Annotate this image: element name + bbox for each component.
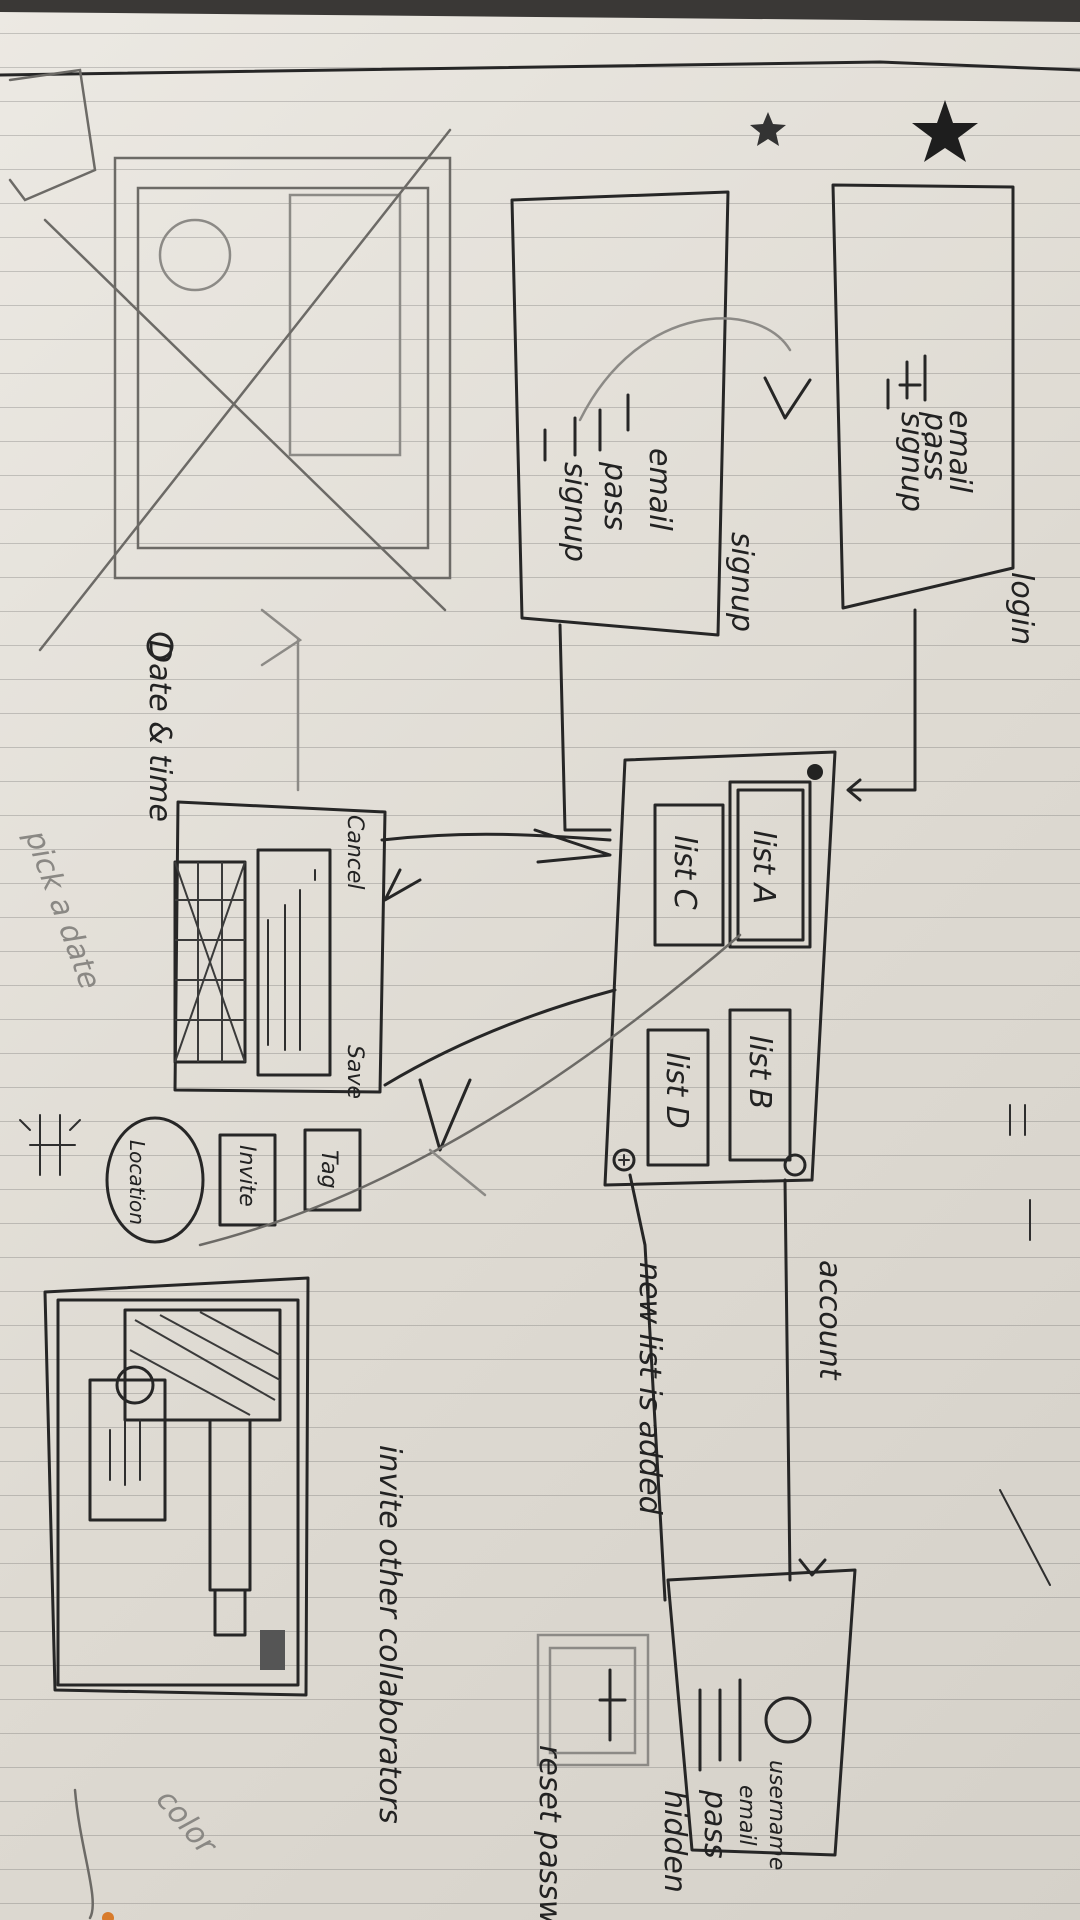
reset-password-dialog [536,1633,650,1767]
curved-connector [578,317,792,422]
tag-label: Tag [316,1150,341,1189]
tag-button[interactable] [303,1128,362,1212]
gear-icon[interactable] [807,764,823,780]
email-label: email [734,1785,759,1846]
crossed-out-draft [38,128,452,652]
small-button[interactable] [213,1588,247,1637]
account-annotation: account [812,1260,847,1381]
save-button[interactable]: Save [342,1045,367,1099]
invite-label: Invite [234,1145,259,1207]
stray-stroke [999,1489,1051,1586]
folded-corner [8,68,97,202]
add-list-button[interactable] [612,1148,636,1172]
location-button[interactable] [105,1116,205,1244]
edit-item-screen: Cancel Save Date & time pick a date Invi… [17,632,387,1244]
corner-icon [260,1630,285,1670]
list-b-label: list B [742,1035,777,1109]
account-connector [783,1178,792,1582]
signup-title: signup [724,532,759,632]
lists-screen: list A list C list B list D [603,750,837,1187]
invite-note: invite other collaborators [372,1445,407,1824]
header-image [123,1308,282,1422]
star-icon [912,100,978,162]
login-field-signup: signup [894,412,929,512]
cancel-button[interactable]: Cancel [342,815,367,890]
login-field-pass: pass [917,411,952,481]
list-a-label: list A [746,830,781,904]
list-c-card[interactable] [653,803,725,947]
hidden-label: hidden [657,1790,692,1893]
login-field-email: email [942,410,977,493]
star-icon-small [750,112,786,146]
pass-label: pass [697,1789,732,1859]
login-title: login [1004,572,1039,645]
sun-icon [19,1114,81,1176]
date-time-label: Date & time [142,640,177,822]
signup-screen: email pass signup signup [510,190,812,637]
new-list-annotation: new list is added [632,1262,667,1516]
login-screen: email pass signup login [831,183,1039,645]
page-top-border [0,60,1080,77]
list-b-card[interactable] [728,1008,792,1162]
invite-button[interactable] [218,1133,277,1227]
reset-password-button[interactable]: reset password [532,1745,567,1920]
detail-screen: invite other collaborators [43,1276,407,1824]
list-c-label: list C [667,835,702,910]
list-a-to-detail-connector [198,933,742,1247]
login-to-signup-arrow [763,376,812,420]
list-a-card[interactable] [728,780,812,949]
clock-icon [146,632,174,660]
signup-to-lists-arrow [558,623,612,832]
task-card[interactable] [88,1378,167,1522]
signup-field-email: email [642,448,677,531]
account-button[interactable] [783,1153,807,1177]
avatar [115,1365,155,1405]
profile-picture[interactable] [764,1696,812,1744]
signup-field-pass: pass [597,461,632,531]
lists-to-edit-arrow [380,832,612,842]
login-to-lists-arrow [848,608,917,792]
orange-mark [102,1912,114,1920]
username-label: username [764,1760,789,1870]
account-screen: username email pass hidden reset passwor… [532,1568,857,1920]
color-annotation: color [149,1783,224,1863]
pick-date-label: pick a date [17,825,107,994]
page-edge [0,0,1080,22]
location-label: Location [125,1140,149,1225]
list-d-label: list D [659,1052,694,1129]
list-d-card[interactable] [646,1028,710,1167]
signup-field-signup: signup [557,462,592,562]
date-picker-grid[interactable] [173,860,247,1064]
